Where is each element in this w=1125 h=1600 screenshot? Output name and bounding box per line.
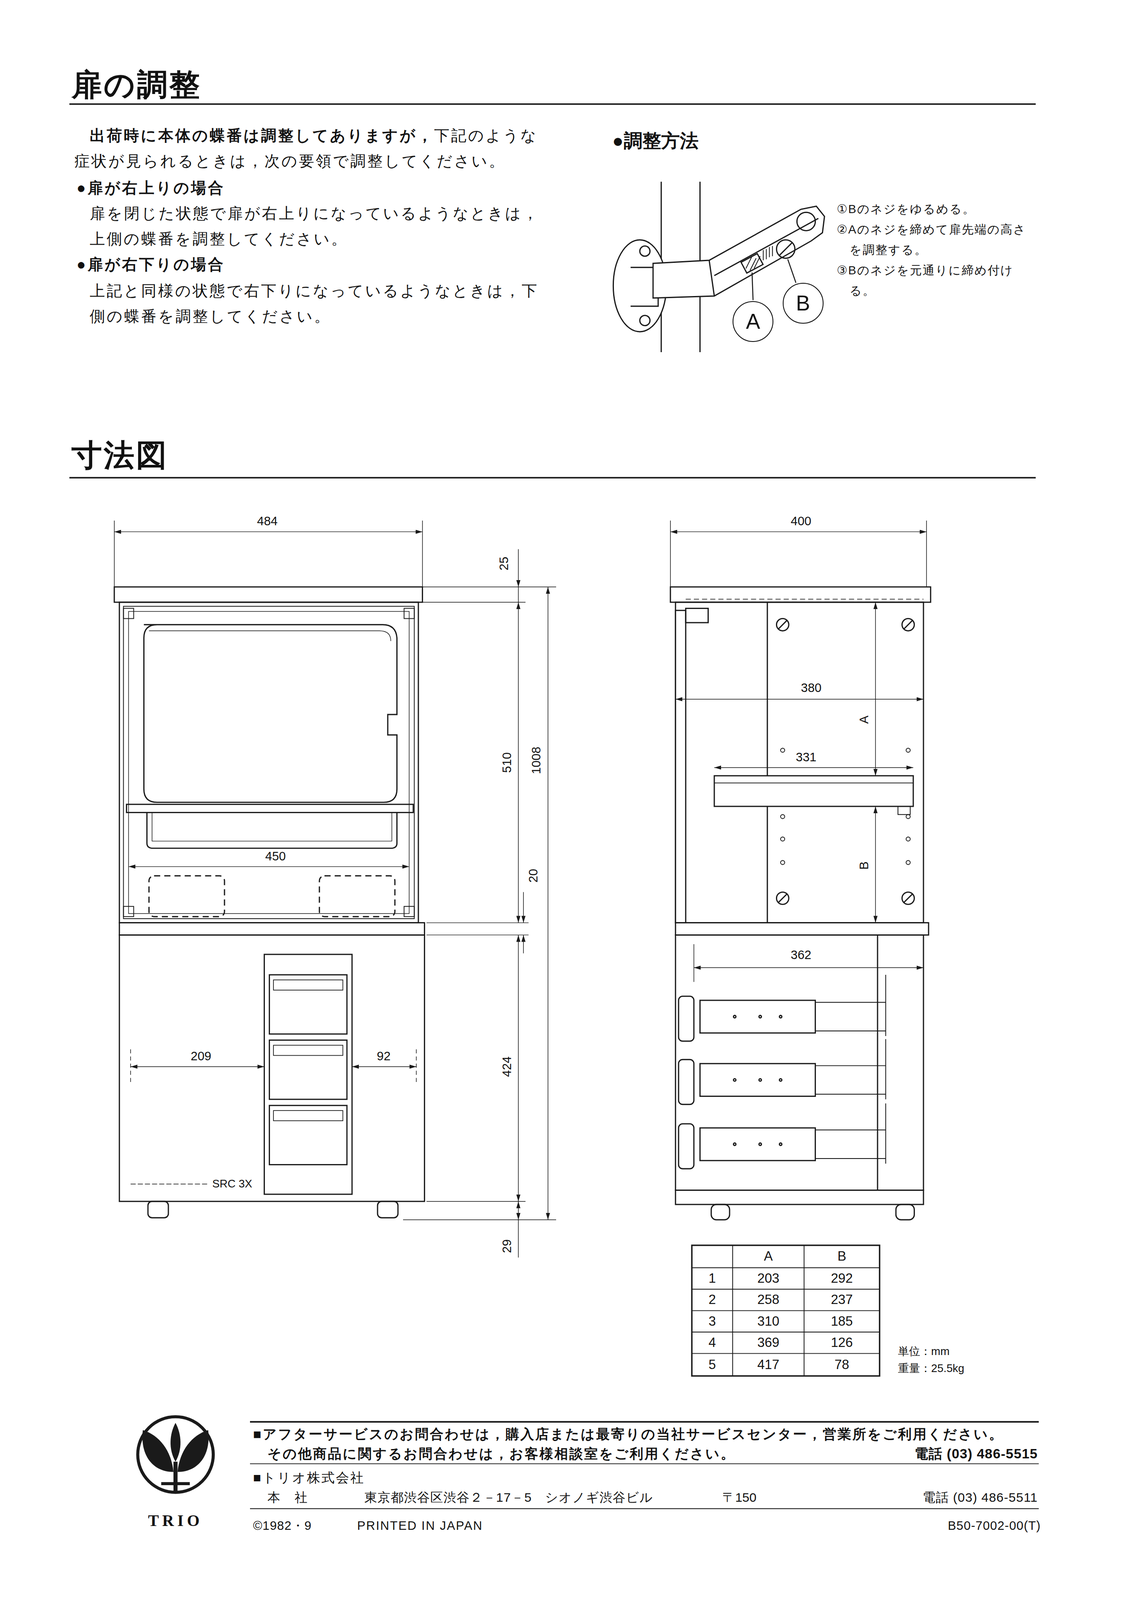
dimension-label: 29 xyxy=(500,1237,515,1254)
dimension-label: 450 xyxy=(264,849,287,864)
weight-note: 重量：25.5kg xyxy=(897,1361,965,1375)
table-cell: 4 xyxy=(708,1334,716,1350)
callout-letter: B xyxy=(795,292,810,314)
dimension-label: 209 xyxy=(189,1048,213,1063)
brand-logo-text: TRIO xyxy=(147,1511,203,1530)
intro-text: 出荷時に本体の蝶番は調整してありますが， xyxy=(89,126,435,145)
dimension-label: B xyxy=(857,860,872,871)
table-cell: 1 xyxy=(708,1270,716,1286)
dimension-label: 1008 xyxy=(529,745,544,776)
footer-text: 本 社 xyxy=(267,1489,309,1505)
callout-letter: A xyxy=(746,310,761,333)
phone-number: 電話 (03) 486-5515 xyxy=(914,1445,1038,1461)
table-cell: 310 xyxy=(757,1313,780,1329)
model-name: SRC 3X xyxy=(212,1177,253,1191)
company-name: ■トリオ株式会社 xyxy=(252,1469,365,1486)
table-cell: 417 xyxy=(757,1356,780,1373)
dimension-label: 331 xyxy=(794,750,818,765)
table-cell: 292 xyxy=(830,1270,853,1286)
footer-text: ■アフターサービスのお問合わせは，購入店または最寄りの当社サービスセンター，営業… xyxy=(252,1426,1004,1442)
table-cell: 78 xyxy=(834,1356,850,1373)
dimension-label: 20 xyxy=(526,867,541,884)
address: 東京都渋谷区渋谷２－17－5 シオノギ渋谷ビル xyxy=(364,1489,654,1505)
heading: 寸法図 xyxy=(71,437,169,473)
dimension-label: 400 xyxy=(789,514,813,529)
footer-text: その他商品に関するお問合わせは，お客様相談室をご利用ください。 xyxy=(267,1445,736,1461)
case-text: 上記と同様の状態で右下りになっているようなときは，下側の蝶番を調整してください。 xyxy=(89,278,549,330)
document-number: B50-7002-00(T) xyxy=(947,1518,1041,1533)
unit-note: 単位：mm xyxy=(897,1344,950,1358)
table-cell: A xyxy=(764,1248,773,1265)
case-heading: ●扉が右上りの場合 xyxy=(76,175,225,201)
table-cell: 185 xyxy=(830,1313,853,1329)
dimension-label: 362 xyxy=(789,948,813,963)
dimension-label: 380 xyxy=(799,680,823,695)
callout-circle: B xyxy=(782,282,824,324)
dimension-label: 484 xyxy=(255,514,279,529)
step-text: ②Aのネジを締めて扉先端の高さを調整する。 xyxy=(836,219,1037,261)
dimension-label: 424 xyxy=(500,1054,515,1078)
dimension-label: A xyxy=(857,713,872,725)
step-text: ③Bのネジを元通りに締め付ける。 xyxy=(836,260,1037,302)
heading: 扉の調整 xyxy=(71,67,202,103)
table-cell: 203 xyxy=(757,1270,780,1286)
intro-text: 出荷時に本体の蝶番は調整してありますが，下記のような症状が見られるときは，次の要… xyxy=(74,122,547,174)
table-cell: 369 xyxy=(757,1334,780,1350)
table-cell: 2 xyxy=(708,1292,716,1308)
method-heading: ●調整方法 xyxy=(612,130,699,152)
table-cell: 3 xyxy=(708,1313,716,1329)
case-heading: ●扉が右下りの場合 xyxy=(76,251,225,278)
table-cell: 126 xyxy=(830,1334,853,1350)
step-text: ①Bのネジをゆるめる。 xyxy=(836,198,1037,220)
case-text: 扉を閉じた状態で扉が右上りになっているようなときは，上側の蝶番を調整してください… xyxy=(89,200,549,252)
table-cell: B xyxy=(837,1248,847,1265)
footer-text: PRINTED IN JAPAN xyxy=(357,1518,483,1533)
dimension-label: 25 xyxy=(497,555,512,572)
copyright: ©1982・9 xyxy=(252,1518,312,1533)
table-cell: 258 xyxy=(757,1292,780,1308)
table-cell: 237 xyxy=(830,1292,853,1308)
phone-number: 電話 (03) 486-5511 xyxy=(922,1489,1038,1505)
dimension-label: 510 xyxy=(500,750,515,774)
dimension-label: 92 xyxy=(375,1048,392,1063)
callout-circle: A xyxy=(732,301,774,342)
postal-code: 〒150 xyxy=(722,1489,757,1505)
table-cell: 5 xyxy=(708,1356,716,1373)
